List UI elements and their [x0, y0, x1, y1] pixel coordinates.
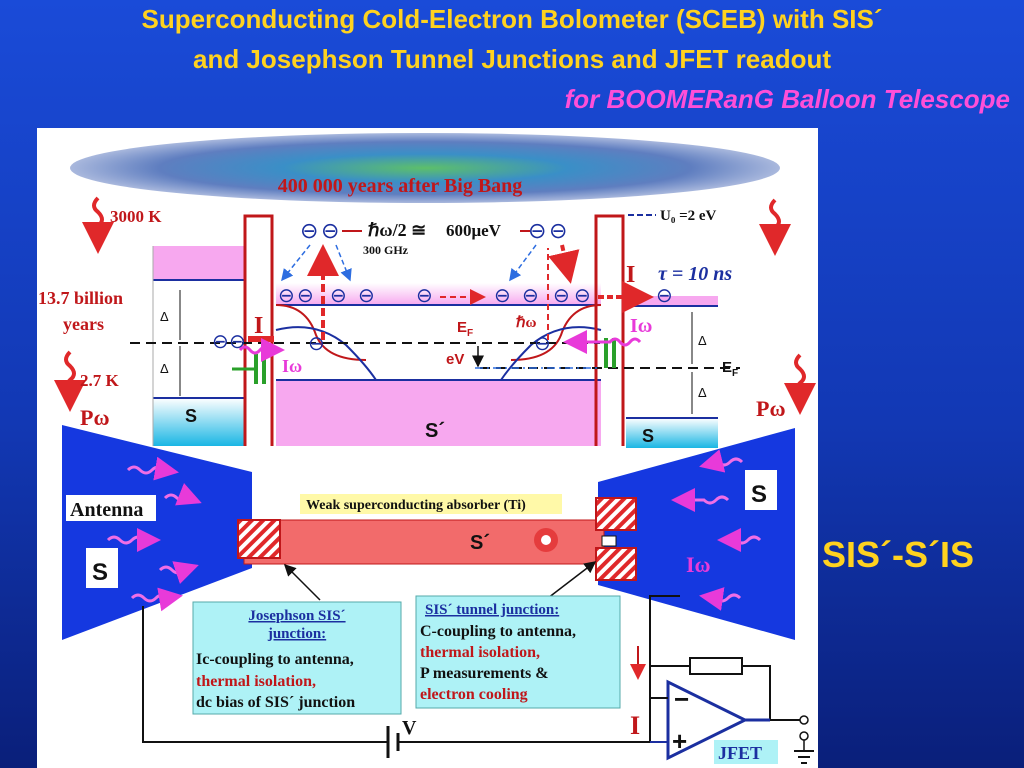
jfet-amplifier: [666, 679, 749, 761]
antenna-s-right: S: [751, 481, 767, 508]
left-barrier: [243, 214, 274, 446]
electron-row-9: ⊖: [574, 285, 591, 307]
electron-row-2: ⊖: [297, 285, 314, 307]
p-omega-left: Pω: [80, 405, 110, 430]
right-barrier: [594, 214, 625, 446]
p-omega-right: Pω: [756, 396, 786, 421]
delta-left-top: Δ: [160, 309, 169, 324]
absorber-label-box: [300, 494, 562, 514]
energy-label: 600μeV: [446, 221, 502, 240]
electron-fermi-2: ⊖: [229, 331, 246, 353]
electron-row-1: ⊖: [278, 285, 295, 307]
center-lower-band: [276, 380, 601, 446]
age-line-2: years: [63, 314, 104, 334]
center-s-prime: S´: [425, 420, 445, 442]
electron-row-5: ⊖: [416, 285, 433, 307]
amp-minus: −: [674, 684, 689, 714]
josephson-title-2: junction:: [267, 626, 326, 642]
absorber-s-prime: S´: [470, 532, 490, 554]
left-s-label: S: [185, 406, 197, 426]
jfet-label-box: [714, 740, 778, 764]
electron-fermi-4: ⊖: [534, 333, 551, 355]
electron-row-10: ⊖: [656, 285, 673, 307]
sis-tunnel-callout: [415, 595, 621, 709]
bias-v-label: V: [402, 717, 417, 739]
delta-right-top: Δ: [698, 333, 707, 348]
current-i-bottom: I: [630, 711, 640, 740]
feedback-resistor: [689, 657, 743, 675]
current-i-left: I: [254, 313, 263, 339]
ef-right: EF: [722, 359, 738, 379]
electron-top-1: ⊖: [300, 218, 318, 243]
electron-row-3: ⊖: [330, 285, 347, 307]
josephson-junction-pad: [237, 519, 281, 559]
cmb-map: [70, 133, 780, 203]
tau-label: τ = 10 ns: [658, 263, 732, 285]
hbar-omega-label: ℏω: [516, 315, 537, 331]
temp-2-7: 2.7 K: [80, 371, 120, 390]
ev-label: eV: [446, 351, 464, 368]
right-s-band-top: [626, 296, 718, 306]
jfet-label: JFET: [718, 743, 762, 763]
hbar-half: ℏω/2 ≅: [368, 220, 426, 240]
center-upper-band: [276, 283, 601, 305]
electron-fermi-3: ⊖: [308, 333, 325, 355]
wavy-arrow-left-top: [82, 196, 114, 254]
wavy-arrow-right-bottom: [784, 353, 816, 415]
josephson-line-2: thermal isolation,: [196, 673, 316, 690]
left-s-band-top: [153, 246, 245, 280]
i-omega-right: Iω: [630, 315, 652, 337]
electron-top-4: ⊖: [549, 218, 567, 243]
side-label: SIS´-S´IS: [822, 534, 975, 575]
title-line-2: and Josephson Tunnel Junctions and JFET …: [192, 44, 831, 74]
tunnel-title: SIS´ tunnel junction:: [425, 602, 559, 618]
bias-wire: [142, 606, 388, 743]
subtitle: for BOOMERanG Balloon Telescope: [564, 84, 1010, 114]
wavy-arrow-left-bottom: [54, 350, 86, 412]
delta-right-bottom: Δ: [698, 385, 707, 400]
amp-plus: +: [672, 726, 687, 756]
wavy-arrow-right-top: [759, 198, 791, 256]
electron-top-2: ⊖: [321, 218, 339, 243]
josephson-title-1: Josephson SIS´: [248, 608, 345, 624]
age-line-1: 13.7 billion: [38, 288, 123, 308]
i-omega-left: Iω: [282, 356, 302, 376]
antenna-s-left: S: [92, 559, 108, 586]
electron-row-4: ⊖: [358, 285, 375, 307]
tunnel-line-4: electron cooling: [420, 686, 528, 703]
current-i-right: I: [626, 262, 635, 288]
electron-row-6: ⊖: [494, 285, 511, 307]
tunnel-line-2: thermal isolation,: [420, 644, 540, 661]
freq-label: 300 GHz: [363, 243, 409, 257]
delta-left-bottom: Δ: [160, 361, 169, 376]
josephson-line-3: dc bias of SIS´ junction: [196, 694, 355, 711]
electron-row-7: ⊖: [522, 285, 539, 307]
josephson-callout: [192, 601, 402, 715]
tunnel-line-1: C-coupling to antenna,: [420, 623, 576, 640]
tunnel-line-3: P measurements &: [420, 665, 549, 682]
absorber-label: Weak superconducting absorber (Ti): [306, 498, 526, 513]
ef-center: EF: [457, 319, 473, 339]
cmb-label: 400 000 years after Big Bang: [278, 175, 523, 197]
right-s-band-bottom: [626, 418, 718, 448]
sis-junction-pad-top: [595, 497, 637, 531]
left-s-band-bottom: [153, 398, 245, 446]
sis-junction-pad-bottom: [595, 547, 637, 581]
electron-row-8: ⊖: [553, 285, 570, 307]
i-omega-antenna: Iω: [686, 552, 711, 577]
temp-3000: 3000 K: [110, 207, 162, 226]
u0-label: U₀ =2 eV: [660, 208, 717, 224]
electron-fermi-1: ⊖: [212, 331, 229, 353]
electron-top-3: ⊖: [528, 218, 546, 243]
right-s-label: S: [642, 426, 654, 446]
antenna-label: Antenna: [70, 499, 143, 521]
josephson-line-1: Ic-coupling to antenna,: [196, 651, 354, 668]
title-line-1: Superconducting Cold-Electron Bolometer …: [141, 4, 883, 34]
